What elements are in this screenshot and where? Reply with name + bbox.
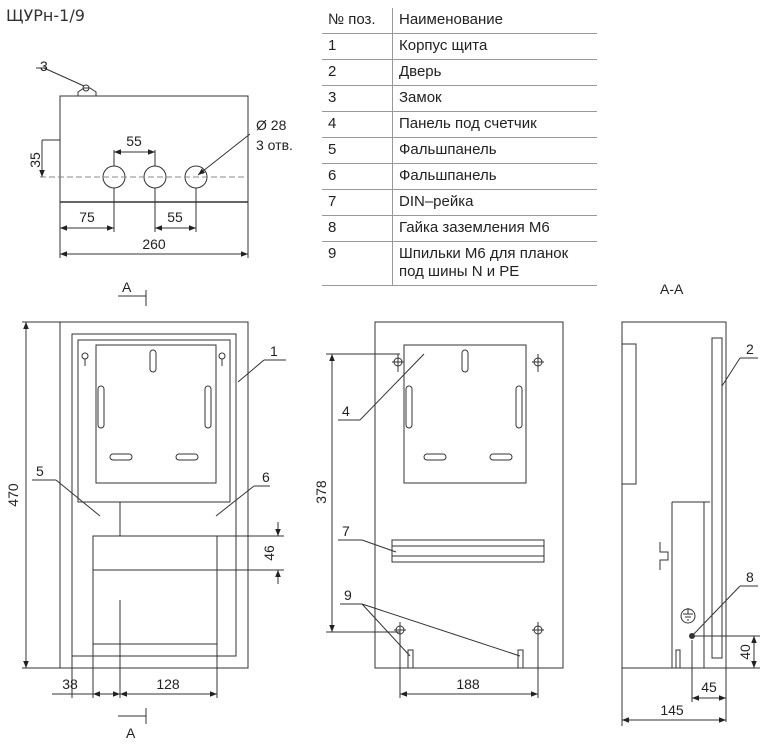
row-name: Корпус щита [392, 33, 597, 60]
lock-knob-icon [77, 87, 97, 96]
hole-diameter-label: Ø 28 [256, 117, 287, 133]
row-num: 9 [322, 241, 393, 286]
dim-45: 45 [701, 679, 717, 695]
callout-6: 6 [262, 469, 270, 485]
section-view [621, 321, 760, 726]
callout-3: 3 [40, 58, 48, 74]
dim-55-bottom: 55 [167, 209, 183, 225]
dim-470: 470 [5, 483, 21, 507]
front-view-body [59, 321, 249, 669]
row-num: 2 [322, 59, 393, 86]
row-name: Дверь [392, 59, 597, 86]
parts-table-header: № поз. Наименование [322, 8, 597, 34]
row-num: 4 [322, 111, 393, 138]
callout-5: 5 [36, 463, 44, 479]
row-name: Фальшпанель [392, 137, 597, 164]
row-name: Панель под счетчик [392, 111, 597, 138]
callout-2: 2 [746, 341, 754, 357]
top-view-body [59, 95, 249, 203]
row-num: 3 [322, 85, 393, 112]
row-num: 8 [322, 215, 393, 242]
callout-8: 8 [746, 569, 754, 585]
callout-4: 4 [342, 403, 350, 419]
inner-view-body [374, 321, 564, 669]
dim-75: 75 [79, 209, 95, 225]
callout-leader-3 [43, 67, 85, 87]
dim-378: 378 [313, 480, 329, 504]
row-num: 5 [322, 137, 393, 164]
section-view-body [621, 321, 727, 669]
row-name: Фальшпанель [392, 163, 597, 190]
callout-9: 9 [344, 587, 352, 603]
row-name: Замок [392, 85, 597, 112]
dim-145: 145 [660, 702, 684, 718]
callout-7: 7 [342, 523, 350, 539]
header-name: Наименование [392, 8, 597, 34]
section-mark-top: А [122, 279, 132, 295]
inner-view [326, 321, 564, 698]
dim-128: 128 [156, 676, 180, 692]
row-name: Гайка заземления М6 [392, 215, 597, 242]
row-name: DIN–рейка [392, 189, 597, 216]
top-view [36, 67, 251, 258]
row-num: 6 [322, 163, 393, 190]
row-num: 1 [322, 33, 393, 60]
row-name: Шпильки М6 для планок под шины N и PE [392, 241, 597, 286]
dim-35: 35 [27, 152, 43, 168]
header-num: № поз. [322, 8, 393, 34]
row-num: 7 [322, 189, 393, 216]
dim-46: 46 [261, 545, 277, 561]
diameter-leader [197, 133, 251, 176]
dim-188: 188 [456, 676, 480, 692]
drawing-title: ЩУРн-1/9 [6, 6, 85, 25]
dim-38: 38 [62, 676, 78, 692]
hole-count-label: 3 отв. [256, 137, 293, 153]
dim-40: 40 [737, 644, 753, 660]
front-view [22, 290, 286, 724]
callout-1: 1 [270, 343, 278, 359]
dim-55-top: 55 [126, 133, 142, 149]
section-label: А-А [660, 281, 684, 297]
din-rail [391, 539, 545, 563]
dim-260: 260 [142, 236, 166, 252]
section-mark-bottom: А [126, 725, 136, 741]
